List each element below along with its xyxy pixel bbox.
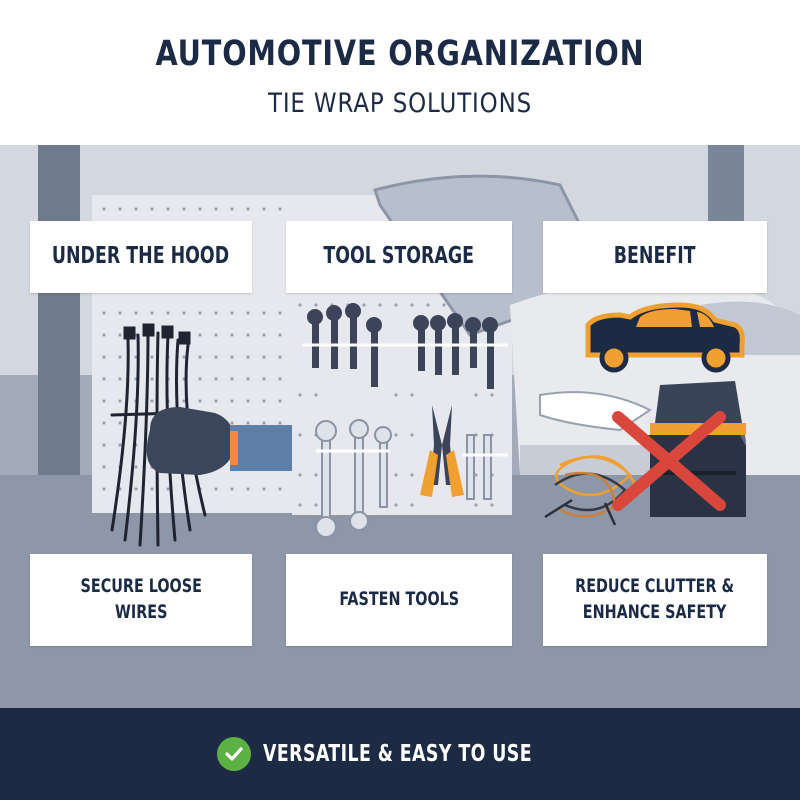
card-label: TOOL STORAGE [323, 243, 475, 270]
car-icon [585, 302, 745, 373]
card-label: SECURE LOOSE WIRES [80, 575, 202, 623]
page-subtitle: TIE WRAP SOLUTIONS [267, 88, 533, 119]
pliers-icon [420, 405, 464, 497]
card-under-the-hood: UNDER THE HOOD [30, 221, 252, 293]
header: AUTOMOTIVE ORGANIZATION TIE WRAP SOLUTIO… [0, 0, 800, 145]
card-label: FASTEN TOOLS [339, 588, 459, 611]
card-fasten-tools: FASTEN TOOLS [286, 554, 512, 646]
pillar [38, 145, 80, 475]
card-reduce-clutter: REDUCE CLUTTER & ENHANCE SAFETY [543, 554, 767, 646]
page-title: AUTOMOTIVE ORGANIZATION [155, 34, 645, 74]
card-label: BENEFIT [614, 243, 696, 270]
card-label: UNDER THE HOOD [52, 243, 230, 270]
x-mark-icon [612, 411, 726, 511]
footer-banner: VERSATILE & EASY TO USE [0, 708, 800, 800]
check-icon [216, 737, 251, 771]
gloved-hand-icon [146, 407, 292, 475]
wrench-icon [307, 303, 498, 389]
card-tool-storage: TOOL STORAGE [286, 221, 512, 293]
card-secure-loose-wires: SECURE LOOSE WIRES [30, 554, 252, 646]
footer-text: VERSATILE & EASY TO USE [262, 741, 532, 767]
wrench-icon [315, 419, 492, 538]
card-label: REDUCE CLUTTER & ENHANCE SAFETY [575, 575, 735, 623]
card-benefit: BENEFIT [543, 221, 767, 293]
